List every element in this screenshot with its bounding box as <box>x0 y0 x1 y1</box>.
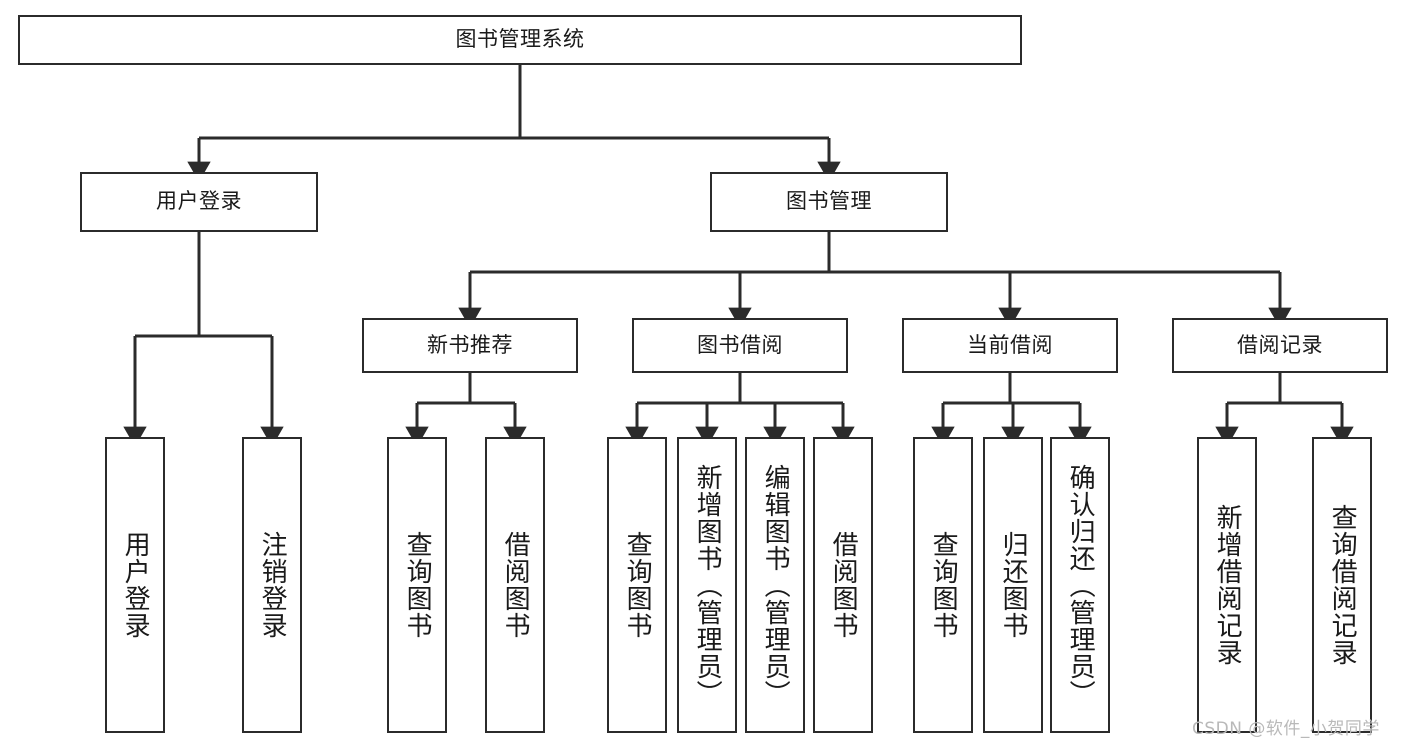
node-label-leaf-bw-edit: 编辑图书（管理员） <box>760 463 791 707</box>
node-leaf-cu-confirm[interactable]: 确认归还（管理员） <box>1050 437 1110 733</box>
node-records[interactable]: 借阅记录 <box>1172 318 1388 373</box>
node-current[interactable]: 当前借阅 <box>902 318 1118 373</box>
node-leaf-bw-add[interactable]: 新增图书（管理员） <box>677 437 737 733</box>
node-label-leaf-user-logout: 注销登录 <box>257 531 288 639</box>
node-label-leaf-rc-query: 查询借阅记录 <box>1327 504 1358 666</box>
node-label-login: 用户登录 <box>156 189 242 214</box>
node-label-leaf-cu-confirm: 确认归还（管理员） <box>1065 463 1096 707</box>
node-leaf-bw-query[interactable]: 查询图书 <box>607 437 667 733</box>
node-label-records: 借阅记录 <box>1237 332 1323 357</box>
node-label-borrow: 图书借阅 <box>697 332 783 357</box>
node-leaf-nb-query[interactable]: 查询图书 <box>387 437 447 733</box>
node-label-root: 图书管理系统 <box>455 27 585 52</box>
node-label-leaf-cu-return: 归还图书 <box>998 531 1029 639</box>
node-label-newbook: 新书推荐 <box>427 332 513 357</box>
node-label-leaf-rc-add: 新增借阅记录 <box>1212 504 1243 666</box>
node-leaf-nb-borrow[interactable]: 借阅图书 <box>485 437 545 733</box>
node-bookmgmt[interactable]: 图书管理 <box>710 172 948 232</box>
node-leaf-user-logout[interactable]: 注销登录 <box>242 437 302 733</box>
node-leaf-user-login[interactable]: 用户登录 <box>105 437 165 733</box>
node-label-leaf-bw-query: 查询图书 <box>622 531 653 639</box>
node-leaf-cu-return[interactable]: 归还图书 <box>983 437 1043 733</box>
node-label-leaf-cu-query: 查询图书 <box>928 531 959 639</box>
node-label-leaf-bw-borrow: 借阅图书 <box>828 531 859 639</box>
node-label-current: 当前借阅 <box>967 332 1053 357</box>
node-label-leaf-user-login: 用户登录 <box>120 531 151 639</box>
node-label-bookmgmt: 图书管理 <box>786 189 872 214</box>
node-leaf-rc-query[interactable]: 查询借阅记录 <box>1312 437 1372 733</box>
node-label-leaf-nb-query: 查询图书 <box>402 531 433 639</box>
node-borrow[interactable]: 图书借阅 <box>632 318 848 373</box>
node-leaf-bw-edit[interactable]: 编辑图书（管理员） <box>745 437 805 733</box>
node-label-leaf-bw-add: 新增图书（管理员） <box>692 463 723 707</box>
node-login[interactable]: 用户登录 <box>80 172 318 232</box>
node-leaf-bw-borrow[interactable]: 借阅图书 <box>813 437 873 733</box>
node-newbook[interactable]: 新书推荐 <box>362 318 578 373</box>
node-label-leaf-nb-borrow: 借阅图书 <box>500 531 531 639</box>
connector-lines <box>123 65 1354 447</box>
node-leaf-cu-query[interactable]: 查询图书 <box>913 437 973 733</box>
node-root[interactable]: 图书管理系统 <box>18 15 1022 65</box>
node-leaf-rc-add[interactable]: 新增借阅记录 <box>1197 437 1257 733</box>
